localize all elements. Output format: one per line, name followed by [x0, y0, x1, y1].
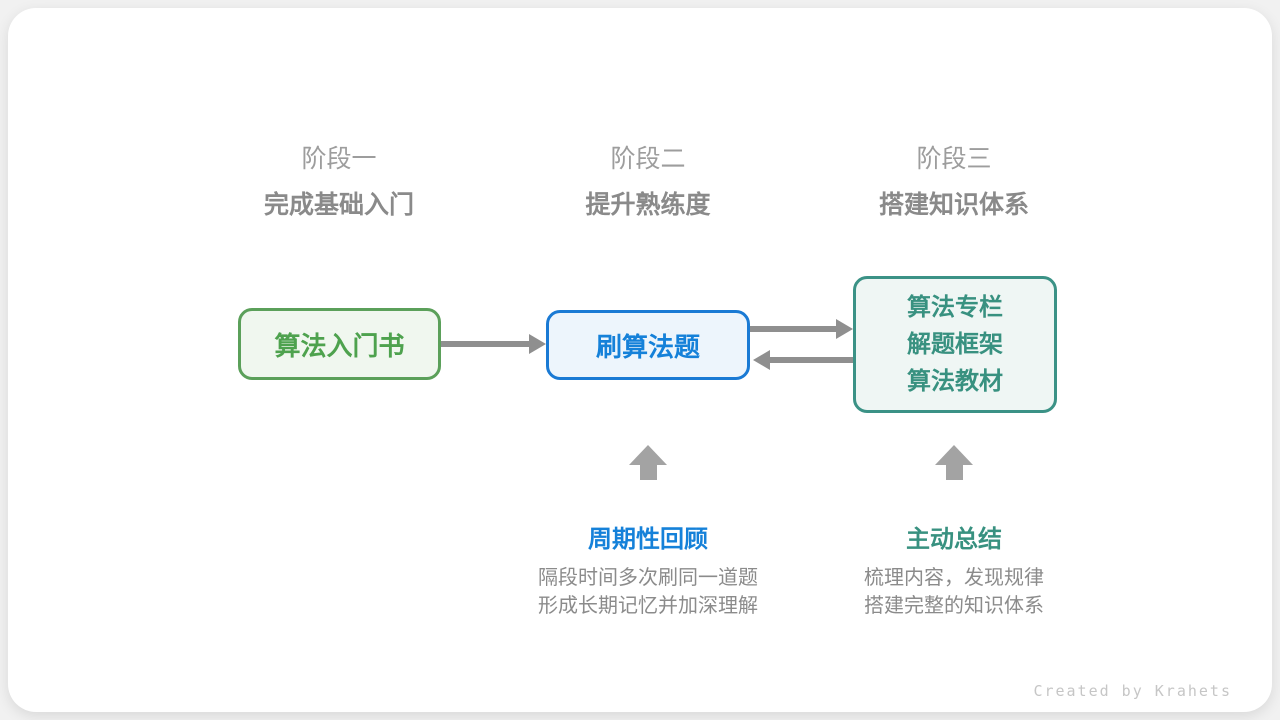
- stage2-title: 提升熟练度: [585, 191, 711, 219]
- credit-text: Created by Krahets: [1033, 682, 1232, 700]
- arrow-resources-to-practice: [770, 357, 853, 363]
- node-intro-book: 算法入门书: [238, 308, 441, 380]
- annotation-summary-desc-line2: 搭建完整的知识体系: [864, 595, 1044, 617]
- annotation-review-desc: 隔段时间多次刷同一道题 形成长期记忆并加深理解: [538, 564, 758, 620]
- up-arrow-review-icon: [629, 445, 667, 480]
- arrow-intro-to-practice: [441, 341, 529, 347]
- node-practice: 刷算法题: [546, 310, 750, 380]
- annotation-summary-desc: 梳理内容，发现规律 搭建完整的知识体系: [864, 564, 1044, 620]
- node-practice-label: 刷算法题: [595, 331, 700, 362]
- node-resources-line3: 算法教材: [907, 368, 1003, 395]
- stage3-title: 搭建知识体系: [878, 191, 1030, 219]
- annotation-review-desc-line2: 形成长期记忆并加深理解: [538, 595, 758, 617]
- diagram-card: 阶段一 完成基础入门 阶段二 提升熟练度 阶段三 搭建知识体系 算法入门书 刷算…: [8, 8, 1272, 712]
- stage3-label: 阶段三: [916, 145, 992, 173]
- up-arrow-review-head: [629, 445, 667, 465]
- stage1-label: 阶段一: [301, 145, 377, 173]
- node-resources: 算法专栏 解题框架 算法教材: [853, 276, 1057, 413]
- stage2-label: 阶段二: [610, 145, 686, 173]
- up-arrow-summary-stem: [945, 465, 963, 480]
- node-resources-line2: 解题框架: [907, 331, 1003, 358]
- arrow-practice-to-resources: [750, 326, 836, 332]
- annotation-summary-title: 主动总结: [906, 526, 1002, 553]
- stage1-title: 完成基础入门: [263, 191, 415, 219]
- annotation-summary-desc-line1: 梳理内容，发现规律: [864, 567, 1044, 589]
- annotation-review-desc-line1: 隔段时间多次刷同一道题: [538, 567, 758, 589]
- node-intro-book-label: 算法入门书: [274, 330, 405, 361]
- node-resources-line1: 算法专栏: [907, 294, 1003, 321]
- up-arrow-review-stem: [639, 465, 657, 480]
- up-arrow-summary-head: [935, 445, 973, 465]
- annotation-review-title: 周期性回顾: [588, 526, 708, 553]
- up-arrow-summary-icon: [935, 445, 973, 480]
